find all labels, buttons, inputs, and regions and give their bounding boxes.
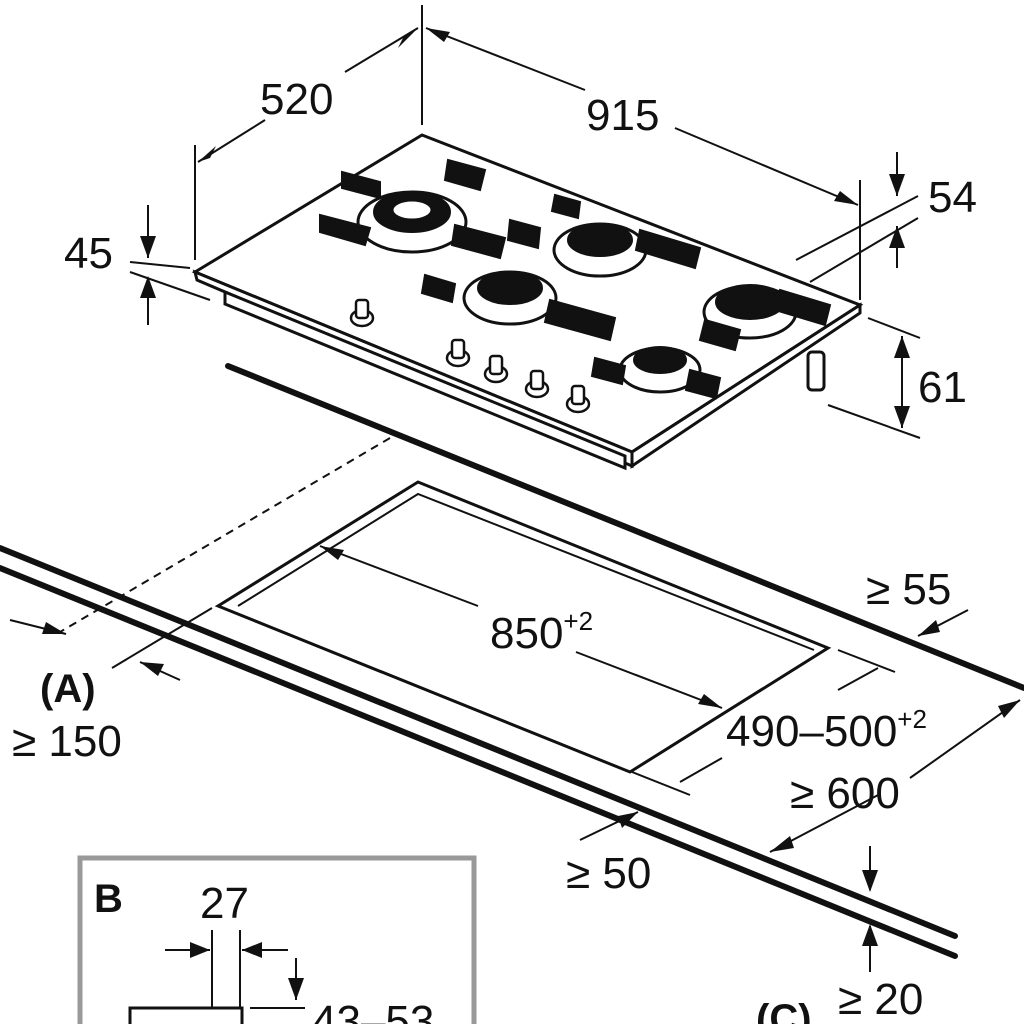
dim-front-overhang-label: 54 <box>928 173 977 222</box>
detail-b-gap-label: 27 <box>200 879 249 928</box>
dim-rear-clearance-label: ≥ 55 <box>866 565 951 614</box>
dim-cutout-width-label: 850+2 <box>490 606 593 658</box>
burner-wok <box>319 158 507 260</box>
gas-connector <box>806 350 826 392</box>
burner-front-center <box>420 270 617 342</box>
hob-dimension-lines <box>129 5 921 439</box>
dim-depth-label: 520 <box>260 75 333 124</box>
worktop <box>0 363 1024 959</box>
control-knobs <box>349 298 591 414</box>
detail-b-box <box>77 855 477 1024</box>
dim-glass-thickness-label: 45 <box>64 229 113 278</box>
detail-b-frame <box>77 855 477 1024</box>
marker-c-label: (C) <box>756 997 812 1024</box>
dim-height-below-label: 61 <box>918 363 967 412</box>
dim-front-clearance-label: ≥ 50 <box>566 849 651 898</box>
burner-rear-center <box>506 193 702 278</box>
burner-rear-right <box>698 284 832 352</box>
detail-b-label: B <box>94 877 123 921</box>
detail-b-height-label: 43–53 <box>312 997 434 1024</box>
dim-worktop-depth-label: ≥ 600 <box>790 769 900 818</box>
dim-cutout-depth-label: 490–500+2 <box>726 704 927 756</box>
worktop-front-edge-top <box>0 545 958 939</box>
dim-worktop-thickness-label: ≥ 20 <box>838 975 923 1024</box>
marker-a-label: (A) <box>40 667 96 711</box>
cutout-dimension-lines <box>9 545 1021 972</box>
worktop-front-edge-bottom <box>0 565 958 959</box>
hob-right-edge <box>630 302 862 469</box>
dim-width-label: 915 <box>586 91 659 140</box>
hob-under-body <box>223 289 627 471</box>
worktop-rear-edge <box>225 363 1024 691</box>
worktop-cutout <box>214 480 832 774</box>
dim-side-clearance-label: ≥ 150 <box>12 717 122 766</box>
hob <box>191 133 864 471</box>
burner-front-right <box>590 346 722 400</box>
